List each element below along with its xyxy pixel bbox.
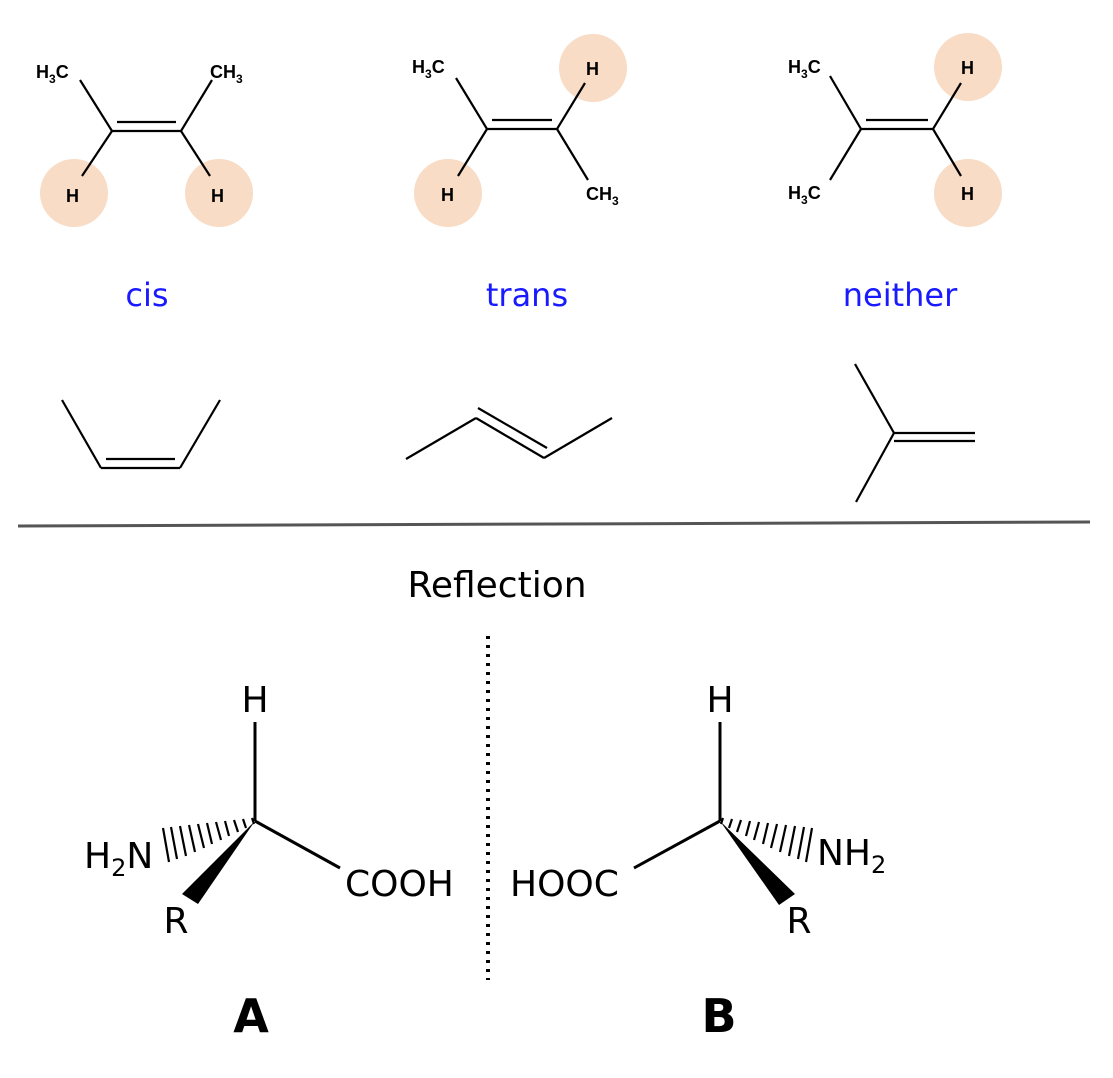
trans-highlight-top [559,34,627,102]
wedge-bond [720,821,795,905]
skeletal-bond [475,417,545,459]
neither-bond [932,128,962,177]
trans-top-right-atom: H [586,59,599,79]
trans-bond [455,77,488,130]
trans-highlight-bottom [414,159,482,227]
trans-label: trans [486,276,568,314]
bond-right [254,819,341,870]
cis-bond [180,79,213,132]
trans-bond [556,82,586,130]
reflection-heading: Reflection [407,565,586,606]
cis-structure: H3C CH3 H H [36,62,253,227]
trans-structure: H3C H H CH3 [412,34,627,227]
trans-bond [556,128,589,181]
cis-bond [180,130,211,177]
neither-bottom-left-group: H3C [788,183,821,207]
amine-group: H2N [84,836,153,882]
neither-top-right-atom: H [961,58,974,78]
cis-top-left-group: H3C [36,62,69,86]
trans-skeletal [405,407,613,460]
cis-bond [81,130,113,177]
hashed-bond [719,817,814,863]
hashed-bond [161,817,256,863]
carboxyl-group: HOOC [510,864,619,905]
molecule-a: H H2N COOH R A [84,680,454,1043]
label-a: A [233,989,269,1043]
neither-bond [829,128,862,181]
skeletal-bond [855,432,895,503]
wedge-bond [182,821,255,904]
r-group: R [163,901,188,942]
trans-top-left-group: H3C [412,57,445,81]
cis-skeletal [61,399,221,470]
cis-label: cis [125,276,168,314]
neither-skeletal [854,363,975,503]
skeletal-bond [477,407,548,449]
trans-bond [457,128,488,177]
carboxyl-group: COOH [345,864,454,905]
r-group: R [786,901,811,942]
amine-group: NH2 [817,833,886,879]
neither-highlight-bottom [934,159,1002,227]
trans-bottom-right-group: CH3 [586,184,619,208]
cis-top-right-group: CH3 [210,62,243,86]
neither-bottom-right-atom: H [961,184,974,204]
cis-bottom-right-atom: H [211,186,224,206]
atom-h-top: H [706,680,733,721]
neither-top-left-group: H3C [788,57,821,81]
label-b: B [701,989,736,1043]
skeletal-bond [405,417,477,460]
bond-left [633,819,721,870]
neither-bond [932,82,962,130]
cis-bottom-left-atom: H [66,186,79,206]
neither-structure: H3C H3C H H [788,33,1002,227]
skeletal-bond [543,417,613,459]
neither-bond [829,75,862,130]
cis-highlight-right [185,159,253,227]
molecule-b: H HOOC NH2 R B [510,680,886,1043]
atom-h-top: H [241,680,268,721]
neither-highlight-top [934,33,1002,101]
section-divider [17,520,1091,528]
skeletal-bond [179,399,221,469]
neither-label: neither [843,276,958,314]
cis-bond [79,79,113,132]
skeletal-bond [61,399,102,469]
cis-highlight-left [40,159,108,227]
skeletal-bond [854,363,895,434]
trans-bottom-left-atom: H [441,185,454,205]
